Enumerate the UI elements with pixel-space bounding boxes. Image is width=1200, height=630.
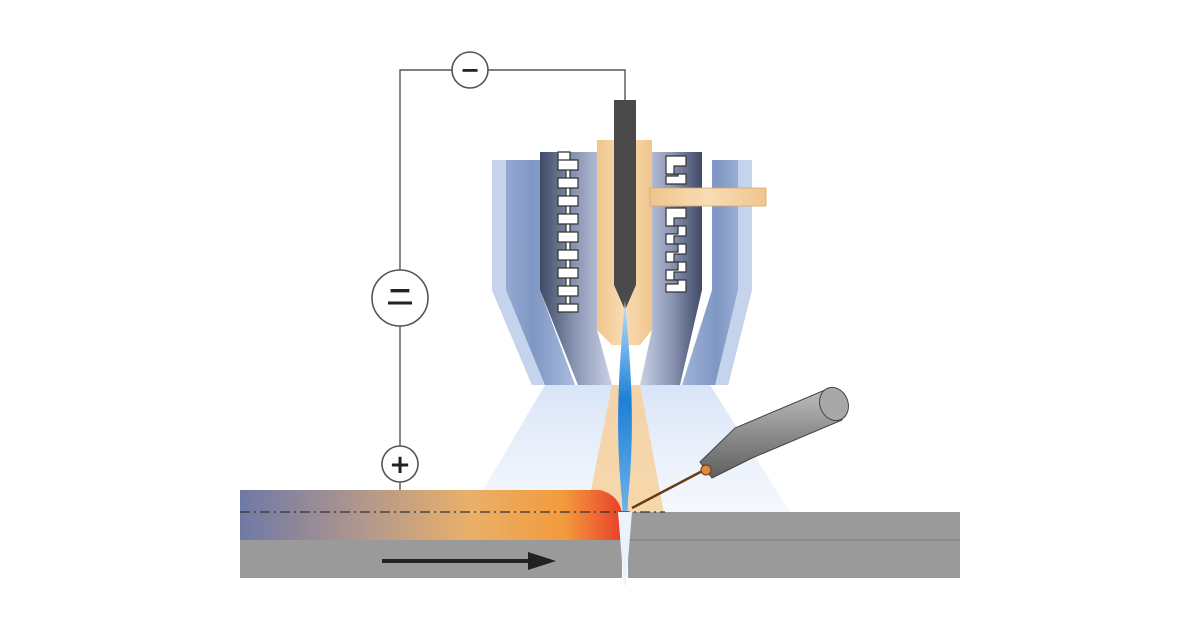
cooling-channel-left [557,151,579,313]
tungsten-electrode [614,100,636,310]
plasma-arc [618,300,632,585]
minus-circle-icon: − [451,51,489,89]
gas-inlet-pipe [649,187,767,207]
dc-source-icon: − [371,269,429,327]
filler-rod [631,386,849,510]
weld-seam [240,490,622,540]
keyhole [618,512,632,585]
outer-nozzle-left-edge [492,160,545,385]
outer-nozzle-right-edge [715,160,752,385]
top-polarity-symbol: − [460,56,480,84]
plus-circle-icon: + [381,445,419,483]
workpiece-base-right [628,512,960,578]
direction-arrow-icon [382,552,556,570]
workpiece-polarity-symbol: + [389,450,411,480]
cooling-channel-right [665,155,687,293]
